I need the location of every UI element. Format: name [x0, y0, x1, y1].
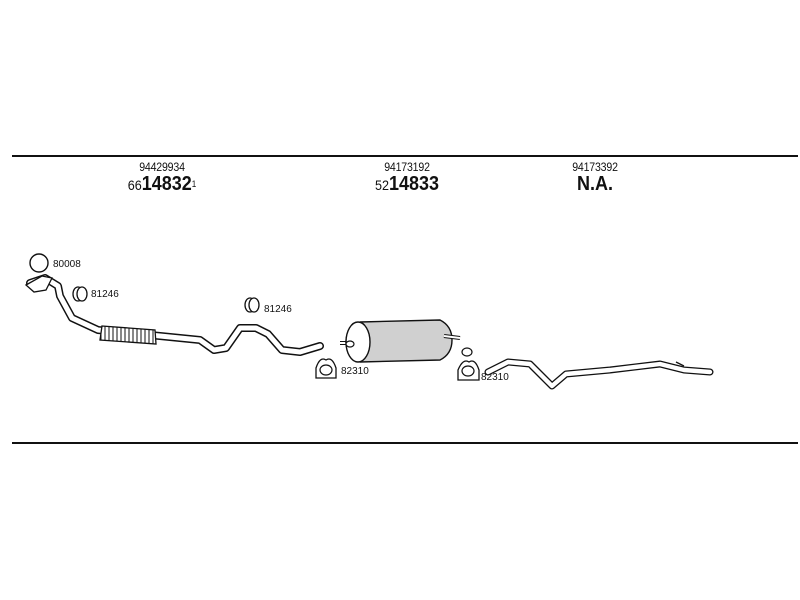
part-label-80008: 80008 — [53, 259, 81, 270]
part-number: 66148321 — [81, 174, 243, 196]
rear-pipe-part — [484, 358, 714, 390]
top-divider-line — [12, 155, 798, 157]
part-number-main: 14832 — [141, 173, 192, 195]
part-number-main: N.A. — [577, 173, 613, 195]
part-label-82310-b: 82310 — [481, 372, 509, 383]
front-pipe-part — [24, 274, 324, 356]
header-group-rear-pipe: 94173392 N.A. — [505, 160, 685, 196]
bottom-divider-line — [12, 442, 798, 444]
part-number-prefix: 66 — [127, 177, 142, 193]
pipe-clamp-front-part: 81246 — [72, 286, 119, 302]
sealing-ring-part: 80008 — [29, 253, 81, 273]
header-group-front-pipe: 94429934 66148321 — [72, 160, 252, 196]
part-label-82310-a: 82310 — [341, 366, 369, 377]
part-number-prefix: 52 — [374, 177, 389, 193]
part-number: 5214833 — [326, 174, 488, 196]
middle-silencer-part — [340, 319, 461, 363]
part-number-superscript: 1 — [191, 179, 197, 189]
mounting-bracket-a-part: 82310 — [315, 358, 369, 379]
mounting-bracket-b-part: 82310 — [457, 347, 509, 383]
oe-number: 94429934 — [139, 160, 185, 174]
oe-number: 94173192 — [384, 160, 430, 174]
oe-number: 94173392 — [572, 160, 618, 174]
part-label-81246-front: 81246 — [91, 289, 119, 300]
header-group-middle-silencer: 94173192 5214833 — [317, 160, 497, 196]
part-label-81246-middle: 81246 — [264, 304, 292, 315]
part-number: N.A. — [514, 174, 676, 196]
part-number-main: 14833 — [388, 173, 440, 195]
pipe-clamp-middle-part: 81246 — [244, 297, 292, 315]
